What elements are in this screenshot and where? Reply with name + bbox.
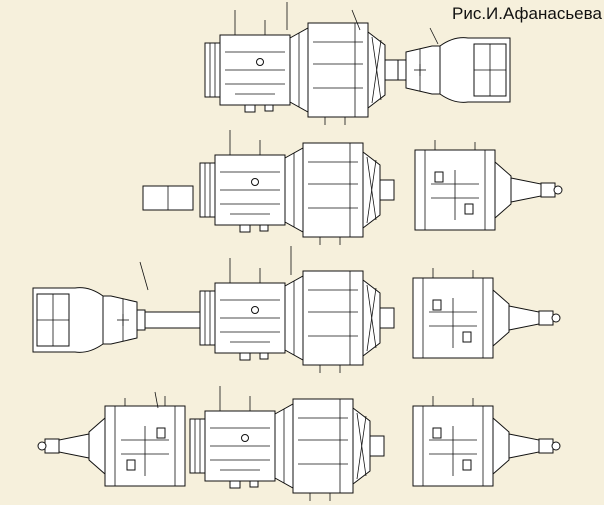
- configuration-4: [37, 385, 561, 502]
- artist-credit: Рис.И.Афанасьева: [452, 4, 602, 23]
- configuration-2: [142, 129, 563, 246]
- configuration-3: [32, 246, 561, 374]
- configuration-1: [204, 2, 511, 126]
